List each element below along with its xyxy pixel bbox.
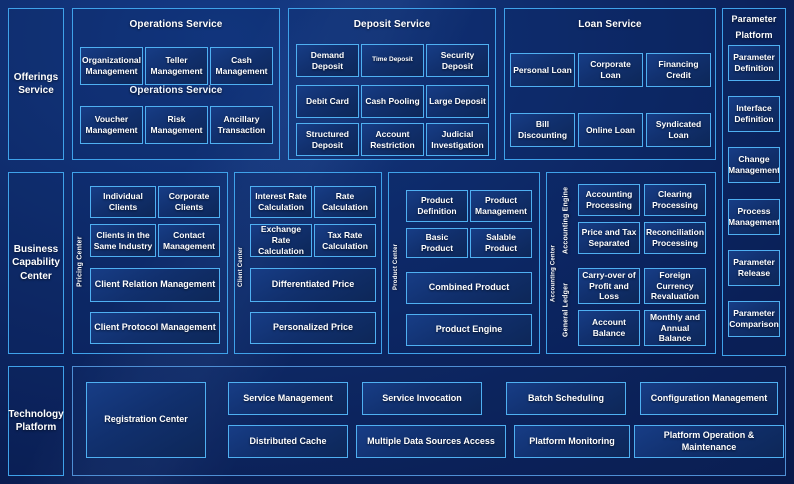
tech-platform-monitoring[interactable]: Platform Monitoring — [514, 425, 630, 458]
capability-cash-pooling[interactable]: Cash Pooling — [361, 85, 424, 118]
band-technology-line1: Technology — [8, 408, 64, 420]
capability-interest-rate-calculation[interactable]: Interest Rate Calculation — [250, 186, 312, 218]
capability-corporate-loan[interactable]: Corporate Loan — [578, 53, 643, 87]
capability-product-definition[interactable]: Product Definition — [406, 190, 468, 222]
group-general-ledger-label: General Ledger — [562, 282, 570, 338]
group-pricing-center-label: Pricing Center — [76, 236, 84, 288]
group-accounting-center-label: Accounting Center — [550, 244, 557, 302]
capability-debit-card[interactable]: Debit Card — [296, 85, 359, 118]
sidebar-item-parameter-release[interactable]: Parameter Release — [728, 250, 780, 286]
sidebar-item-change-management[interactable]: Change Management — [728, 147, 780, 183]
group-operations-service-subtitle: Operations Service — [129, 85, 223, 96]
band-business-line2: Capability — [12, 257, 60, 269]
capability-syndicated-loan[interactable]: Syndicated Loan — [646, 113, 711, 147]
sidebar-item-parameter-definition[interactable]: Parameter Definition — [728, 45, 780, 81]
tech-multiple-data-sources-access[interactable]: Multiple Data Sources Access — [356, 425, 506, 458]
capability-carry-over-of-profit-and-loss[interactable]: Carry-over of Profit and Loss — [578, 268, 640, 304]
capability-demand-deposit[interactable]: Demand Deposit — [296, 44, 359, 77]
capability-online-loan[interactable]: Online Loan — [578, 113, 643, 147]
capability-product-management[interactable]: Product Management — [470, 190, 532, 222]
capability-ancillary-transaction[interactable]: Ancillary Transaction — [210, 106, 273, 144]
capability-structured-deposit[interactable]: Structured Deposit — [296, 123, 359, 156]
capability-teller-management[interactable]: Teller Management — [145, 47, 208, 85]
capability-differentiated-price[interactable]: Differentiated Price — [250, 268, 376, 302]
capability-tax-rate-calculation[interactable]: Tax Rate Calculation — [314, 224, 376, 257]
capability-product-engine[interactable]: Product Engine — [406, 314, 532, 346]
band-business-capability-center: Business Capability Center — [8, 172, 64, 354]
capability-individual-clients[interactable]: Individual Clients — [90, 186, 156, 218]
capability-reconciliation-processing[interactable]: Reconciliation Processing — [644, 222, 706, 254]
band-offerings-service: Offerings Service — [8, 8, 64, 160]
sidebar-item-parameter-comparison[interactable]: Parameter Comparison — [728, 301, 780, 337]
sidebar-title-line2: Platform — [735, 30, 773, 40]
capability-voucher-management[interactable]: Voucher Management — [80, 106, 143, 144]
group-loan-service-title: Loan Service — [578, 19, 642, 30]
capability-monthly-and-annual-balance[interactable]: Monthly and Annual Balance — [644, 310, 706, 346]
group-deposit-service-title: Deposit Service — [353, 19, 431, 30]
capability-accounting-processing[interactable]: Accounting Processing — [578, 184, 640, 216]
capability-organizational-management[interactable]: Organizational Management — [80, 47, 143, 85]
capability-client-relation-management[interactable]: Client Relation Management — [90, 268, 220, 302]
tech-service-invocation[interactable]: Service Invocation — [362, 382, 482, 415]
capability-judicial-investigation[interactable]: Judicial Investigation — [426, 123, 489, 156]
capability-combined-product[interactable]: Combined Product — [406, 272, 532, 304]
capability-clearing-processing[interactable]: Clearing Processing — [644, 184, 706, 216]
band-business-line1: Business — [13, 243, 59, 255]
capability-time-deposit[interactable]: Time Deposit — [361, 44, 424, 77]
capability-account-balance[interactable]: Account Balance — [578, 310, 640, 346]
tech-batch-scheduling[interactable]: Batch Scheduling — [506, 382, 626, 415]
capability-exchange-rate-calculation[interactable]: Exchange Rate Calculation — [250, 224, 312, 257]
tech-platform-operation-maintenance[interactable]: Platform Operation & Maintenance — [634, 425, 784, 458]
capability-clients-in-the-same-industry[interactable]: Clients in the Same Industry — [90, 224, 156, 257]
capability-price-and-tax-separated[interactable]: Price and Tax Separated — [578, 222, 640, 254]
band-offerings-line2: Service — [18, 85, 54, 96]
capability-contact-management[interactable]: Contact Management — [158, 224, 220, 257]
band-technology-line2: Platform — [15, 422, 57, 433]
capability-financing-credit[interactable]: Financing Credit — [646, 53, 711, 87]
sidebar-item-interface-definition[interactable]: Interface Definition — [728, 96, 780, 132]
tech-configuration-management[interactable]: Configuration Management — [640, 382, 778, 415]
capability-bill-discounting[interactable]: Bill Discounting — [510, 113, 575, 147]
capability-rate-calculation[interactable]: Rate Calculation — [314, 186, 376, 218]
tech-distributed-cache[interactable]: Distributed Cache — [228, 425, 348, 458]
band-business-line3: Center — [20, 270, 52, 282]
capability-basic-product[interactable]: Basic Product — [406, 228, 468, 258]
capability-cash-management[interactable]: Cash Management — [210, 47, 273, 85]
capability-security-deposit[interactable]: Security Deposit — [426, 44, 489, 77]
capability-foreign-currency-revaluation[interactable]: Foreign Currency Revaluation — [644, 268, 706, 304]
group-operations-service-title: Operations Service — [129, 19, 223, 30]
capability-personalized-price[interactable]: Personalized Price — [250, 312, 376, 344]
band-technology-platform: Technology Platform — [8, 366, 64, 476]
group-client-center-label: Client Center — [238, 247, 244, 287]
tech-service-management[interactable]: Service Management — [228, 382, 348, 415]
sidebar-title-line1: Parameter — [731, 14, 777, 24]
group-accounting-engine-label: Accounting Engine — [562, 186, 570, 254]
capability-client-protocol-management[interactable]: Client Protocol Management — [90, 312, 220, 344]
capability-risk-management[interactable]: Risk Management — [145, 106, 208, 144]
group-product-center-label: Product Center — [393, 243, 399, 291]
sidebar-item-process-management[interactable]: Process Management — [728, 199, 780, 235]
capability-account-restriction[interactable]: Account Restriction — [361, 123, 424, 156]
capability-large-deposit[interactable]: Large Deposit — [426, 85, 489, 118]
capability-personal-loan[interactable]: Personal Loan — [510, 53, 575, 87]
capability-salable-product[interactable]: Salable Product — [470, 228, 532, 258]
band-offerings-line1: Offerings — [13, 71, 59, 83]
capability-corporate-clients[interactable]: Corporate Clients — [158, 186, 220, 218]
tech-registration-center[interactable]: Registration Center — [86, 382, 206, 458]
